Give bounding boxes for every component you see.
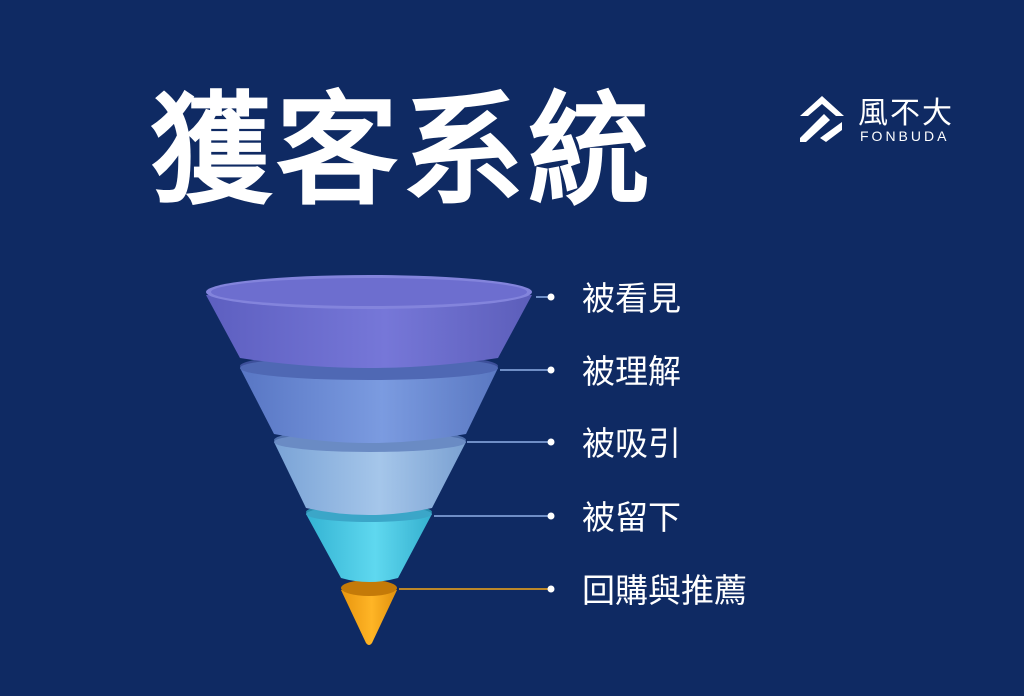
page-title: 獲客系統 <box>150 80 654 222</box>
stage-label-2: 被理解 <box>582 352 681 391</box>
logo-subtitle: FONBUDA <box>860 128 950 144</box>
brand-logo: 風不大 FONBUDA <box>796 86 966 146</box>
connector-3 <box>467 438 555 446</box>
connector-4 <box>434 512 555 520</box>
stage-label-5: 回購與推薦 <box>582 571 747 610</box>
connector-1 <box>536 293 555 301</box>
funnel-stage-5 <box>341 580 397 645</box>
connector-2 <box>500 366 555 374</box>
stage-label-4: 被留下 <box>582 498 681 537</box>
funnel-stage-1 <box>206 275 532 368</box>
arrow-up-right-icon <box>800 96 844 142</box>
logo-name: 風不大 <box>858 96 954 131</box>
stage-label-1: 被看見 <box>582 279 681 318</box>
stage-label-3: 被吸引 <box>582 424 681 463</box>
connector-5 <box>399 585 555 593</box>
